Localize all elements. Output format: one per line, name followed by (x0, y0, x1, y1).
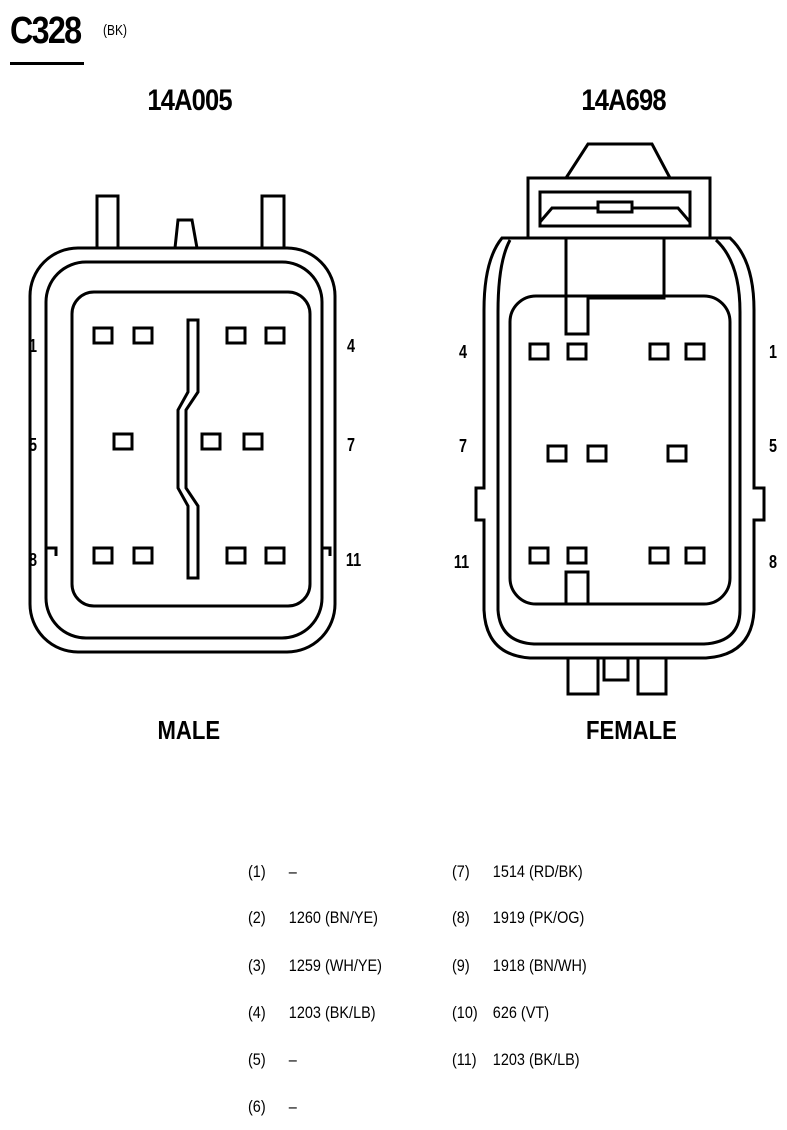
pin-number: (5) (248, 1050, 266, 1069)
male-outer-shell (28, 246, 337, 654)
pin-circuit: 1203 (BK/LB) (288, 1003, 376, 1022)
connector-color-code: (BK) (103, 22, 127, 39)
pin-circuit: 1259 (WH/YE) (288, 956, 382, 975)
pin-circuit: – (288, 1097, 297, 1116)
pinout-row: (10) 626 (VT) (452, 1003, 549, 1023)
female-bottom-tab-1 (566, 658, 600, 696)
pinout-row: (8) 1919 (PK/OG) (452, 908, 584, 928)
female-latch-tab (596, 200, 634, 214)
male-pin-label-right-top: 4 (347, 336, 356, 356)
pinout-row: (2) 1260 (BN/YE) (248, 908, 378, 928)
male-connector-face (28, 194, 337, 654)
male-center-key (173, 218, 199, 249)
female-pin-label-left-top: 4 (459, 342, 468, 362)
female-pins (528, 342, 706, 565)
pinout-row: (3) 1259 (WH/YE) (248, 956, 382, 976)
male-part-number: 14A005 (147, 84, 232, 117)
pin-circuit: – (288, 1050, 297, 1069)
female-connector-face (474, 142, 766, 696)
pin-number: (9) (452, 956, 470, 975)
pinout-row: (6) – (248, 1097, 297, 1117)
pinout-row: (5) – (248, 1050, 297, 1070)
male-caption: MALE (157, 715, 221, 745)
pin-circuit: 1260 (BN/YE) (288, 908, 378, 927)
connector-title: C328 (10, 10, 82, 52)
female-latch-window (538, 190, 692, 228)
female-keyway-bottom (564, 570, 590, 604)
pin-circuit: 1514 (RD/BK) (492, 862, 583, 881)
connector-diagram (28, 142, 766, 696)
pin-number: (4) (248, 1003, 266, 1022)
pinout-row: (11) 1203 (BK/LB) (452, 1050, 580, 1070)
female-pin-label-right-mid: 5 (769, 436, 778, 456)
pinout-row: (1) – (248, 862, 297, 882)
male-inner-shell (44, 260, 324, 640)
female-caption: FEMALE (586, 715, 677, 745)
title-underline (10, 62, 84, 65)
male-pins (92, 326, 286, 565)
female-outer-shell (474, 236, 766, 660)
male-polarization-rib (176, 318, 200, 580)
female-bottom-tab-2 (602, 658, 630, 682)
pin-circuit: 626 (VT) (492, 1003, 550, 1022)
pin-number: (2) (248, 908, 266, 927)
male-latch-left (95, 194, 120, 248)
male-pin-label-left-bottom: 8 (29, 550, 38, 570)
female-pin-field (508, 294, 732, 606)
female-pin-label-left-bottom: 11 (453, 552, 470, 572)
female-pin-label-right-bottom: 8 (769, 552, 778, 572)
pin-circuit: – (288, 862, 297, 881)
pin-circuit: 1918 (BN/WH) (492, 956, 587, 975)
male-pin-label-left-mid: 5 (29, 435, 38, 455)
female-latch-housing (526, 176, 712, 240)
pin-circuit: 1919 (PK/OG) (492, 908, 585, 927)
pinout-row: (7) 1514 (RD/BK) (452, 862, 583, 882)
female-pin-label-right-top: 1 (769, 342, 778, 362)
male-pin-label-right-bottom: 11 (345, 550, 362, 570)
pin-number: (10) (452, 1003, 478, 1022)
pin-number: (8) (452, 908, 470, 927)
male-latch-right (260, 194, 286, 248)
pin-number: (7) (452, 862, 470, 881)
pin-number: (11) (452, 1050, 477, 1069)
female-bottom-tab-3 (636, 658, 668, 696)
pinout-row: (4) 1203 (BK/LB) (248, 1003, 376, 1023)
female-top-hood (564, 142, 672, 179)
male-pin-label-left-top: 1 (29, 336, 38, 356)
pinout-row: (9) 1918 (BN/WH) (452, 956, 587, 976)
male-pin-label-right-mid: 7 (347, 435, 356, 455)
pin-number: (1) (248, 862, 266, 881)
female-pin-label-left-mid: 7 (459, 436, 468, 456)
pin-circuit: 1203 (BK/LB) (492, 1050, 580, 1069)
female-keyway-top (564, 238, 666, 336)
female-part-number: 14A698 (581, 84, 666, 117)
pin-number: (3) (248, 956, 266, 975)
male-pin-field (70, 290, 312, 608)
female-inner-shell (496, 238, 742, 646)
pin-number: (6) (248, 1097, 266, 1116)
